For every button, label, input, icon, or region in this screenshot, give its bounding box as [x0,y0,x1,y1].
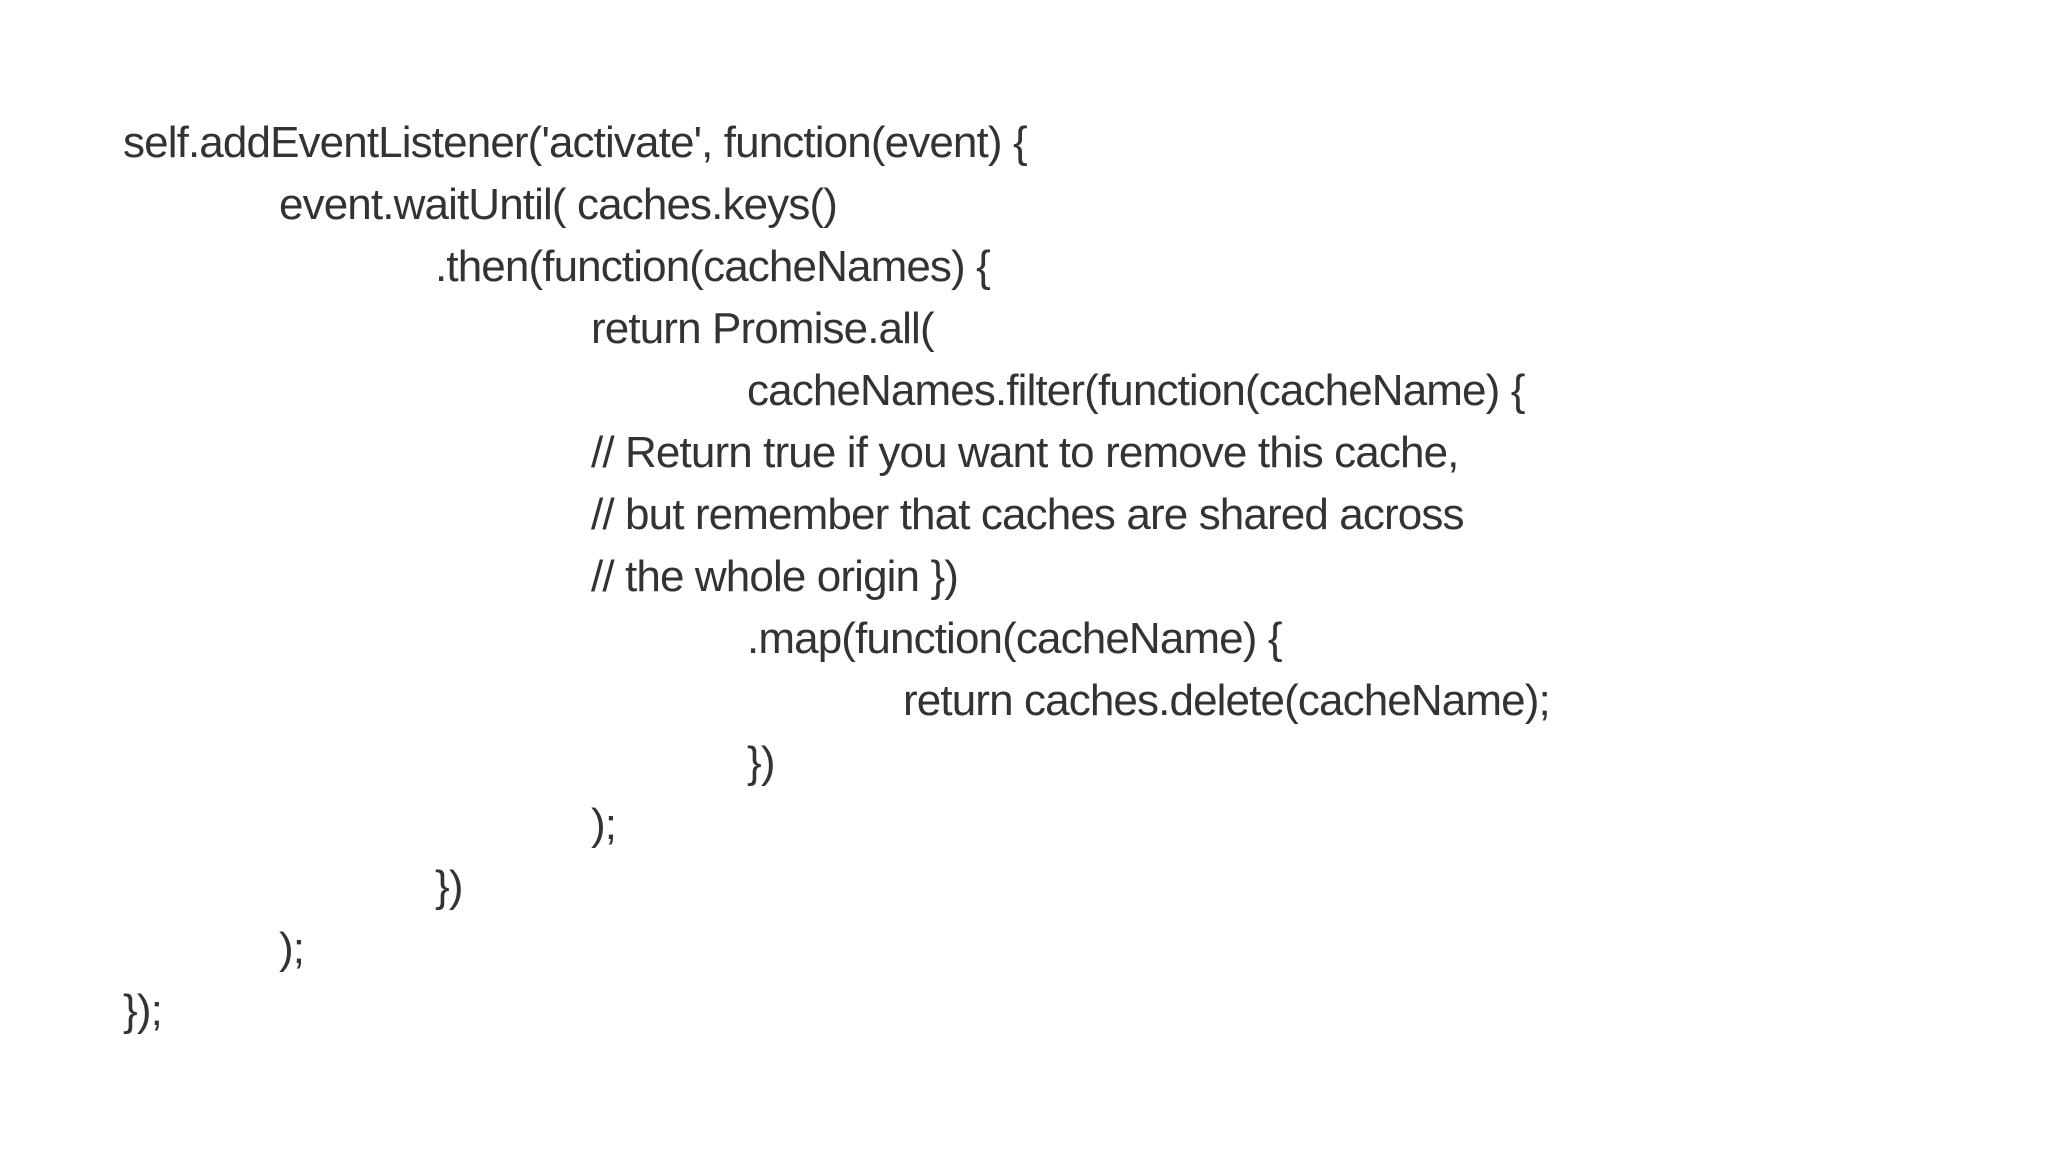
code-line: // but remember that caches are shared a… [591,490,1464,539]
code-line: // the whole origin }) [591,552,959,601]
code-line: ); [591,800,617,849]
code-block: self.addEventListener('activate', functi… [123,112,1551,1042]
code-line: ); [279,924,305,973]
code-line: .map(function(cacheName) { [747,614,1283,663]
code-line: .then(function(cacheNames) { [435,242,991,291]
code-line: }) [747,738,775,787]
code-line: return Promise.all( [591,304,935,353]
code-line: event.waitUntil( caches.keys() [279,180,838,229]
code-line: }) [435,862,463,911]
code-line: self.addEventListener('activate', functi… [123,118,1028,167]
code-line: return caches.delete(cacheName); [903,676,1551,725]
code-line: // Return true if you want to remove thi… [591,428,1459,477]
code-line: }); [123,986,163,1035]
code-line: cacheNames.filter(function(cacheName) { [747,366,1525,415]
